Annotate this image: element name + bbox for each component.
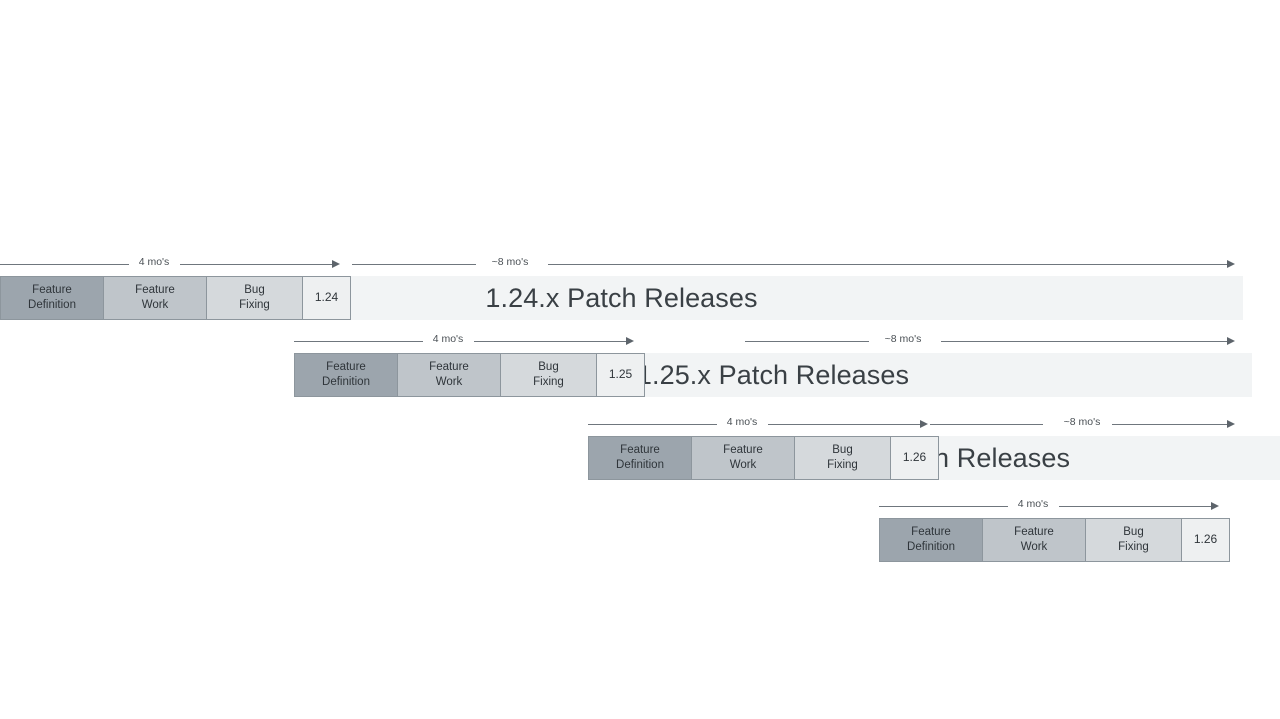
phase-label-line2: Definition (616, 459, 664, 471)
phase-label-line2: Work (729, 459, 757, 471)
arrowhead-icon (920, 420, 928, 428)
phase-box-bug-fixing: Bug Fixing (794, 436, 891, 480)
phase-track-next: Feature Definition Feature Work Bug Fixi… (879, 518, 1231, 562)
phase-box-version: 1.26 (890, 436, 939, 480)
phase-label-line1: Feature (135, 284, 175, 297)
patch-release-band-label: 1.24.x Patch Releases (485, 282, 758, 313)
phase-label-line1: Feature (429, 361, 469, 374)
duration-arrow-patch-1-25: ~8 mo's (745, 333, 1236, 351)
phase-box-feature-work: Feature Work (103, 276, 207, 320)
phase-box-feature-definition: Feature Definition (294, 353, 398, 397)
phase-box-feature-work: Feature Work (691, 436, 795, 480)
duration-arrow-patch-1-26: ~8 mo's (930, 416, 1236, 434)
phase-label-line2: Fixing (533, 376, 564, 388)
phase-box-feature-work: Feature Work (982, 518, 1086, 562)
version-label: 1.26 (902, 450, 927, 465)
phase-box-bug-fixing: Bug Fixing (500, 353, 597, 397)
phase-box-feature-work: Feature Work (397, 353, 501, 397)
phase-label-line1: Feature (911, 526, 951, 539)
phase-label-line2: Definition (28, 299, 76, 311)
phase-label-line2: Work (1020, 541, 1048, 553)
version-label: 1.24 (314, 290, 339, 305)
phase-box-version: 1.24 (302, 276, 351, 320)
phase-box-bug-fixing: Bug Fixing (206, 276, 303, 320)
phase-box-feature-definition: Feature Definition (0, 276, 104, 320)
phase-label-line1: Bug (244, 284, 265, 297)
duration-label: 4 mo's (726, 416, 758, 428)
phase-label-line1: Feature (723, 444, 763, 457)
patch-release-band-label: 1.25.x Patch Releases (636, 359, 910, 390)
duration-arrow-dev-1-26: 4 mo's (588, 416, 929, 434)
phase-label-line1: Bug (1123, 526, 1144, 539)
version-label: 1.26 (1193, 532, 1218, 547)
duration-label: 4 mo's (138, 256, 170, 268)
phase-label-line1: Feature (1014, 526, 1054, 539)
arrowhead-icon (332, 260, 340, 268)
phase-label-line1: Feature (620, 444, 660, 457)
phase-label-line2: Fixing (827, 459, 858, 471)
phase-label-line2: Fixing (239, 299, 270, 311)
arrowhead-icon (1227, 337, 1235, 345)
phase-box-feature-definition: Feature Definition (588, 436, 692, 480)
phase-box-feature-definition: Feature Definition (879, 518, 983, 562)
phase-track-1-26: Feature Definition Feature Work Bug Fixi… (588, 436, 940, 480)
phase-track-1-24: Feature Definition Feature Work Bug Fixi… (0, 276, 352, 320)
phase-track-1-25: Feature Definition Feature Work Bug Fixi… (294, 353, 646, 397)
duration-label: 4 mo's (1017, 498, 1049, 510)
duration-label: ~8 mo's (1063, 416, 1101, 428)
duration-arrow-dev-1-24: 4 mo's (0, 256, 341, 274)
arrowhead-icon (1211, 502, 1219, 510)
phase-label-line2: Work (141, 299, 169, 311)
duration-label: ~8 mo's (491, 256, 529, 268)
phase-label-line1: Bug (832, 444, 853, 457)
version-label: 1.25 (608, 367, 633, 382)
duration-label: 4 mo's (432, 333, 464, 345)
phase-box-version: 1.25 (596, 353, 645, 397)
phase-label-line1: Feature (32, 284, 72, 297)
phase-label-line1: Feature (326, 361, 366, 374)
duration-arrow-dev-1-25: 4 mo's (294, 333, 635, 351)
arrowhead-icon (626, 337, 634, 345)
phase-label-line1: Bug (538, 361, 559, 374)
phase-label-line2: Work (435, 376, 463, 388)
phase-label-line2: Definition (907, 541, 955, 553)
arrowhead-icon (1227, 420, 1235, 428)
phase-box-version: 1.26 (1181, 518, 1230, 562)
phase-box-bug-fixing: Bug Fixing (1085, 518, 1182, 562)
phase-label-line2: Fixing (1118, 541, 1149, 553)
duration-label: ~8 mo's (884, 333, 922, 345)
duration-arrow-patch-1-24: ~8 mo's (352, 256, 1236, 274)
arrowhead-icon (1227, 260, 1235, 268)
phase-label-line2: Definition (322, 376, 370, 388)
duration-arrow-dev-next: 4 mo's (879, 498, 1220, 516)
